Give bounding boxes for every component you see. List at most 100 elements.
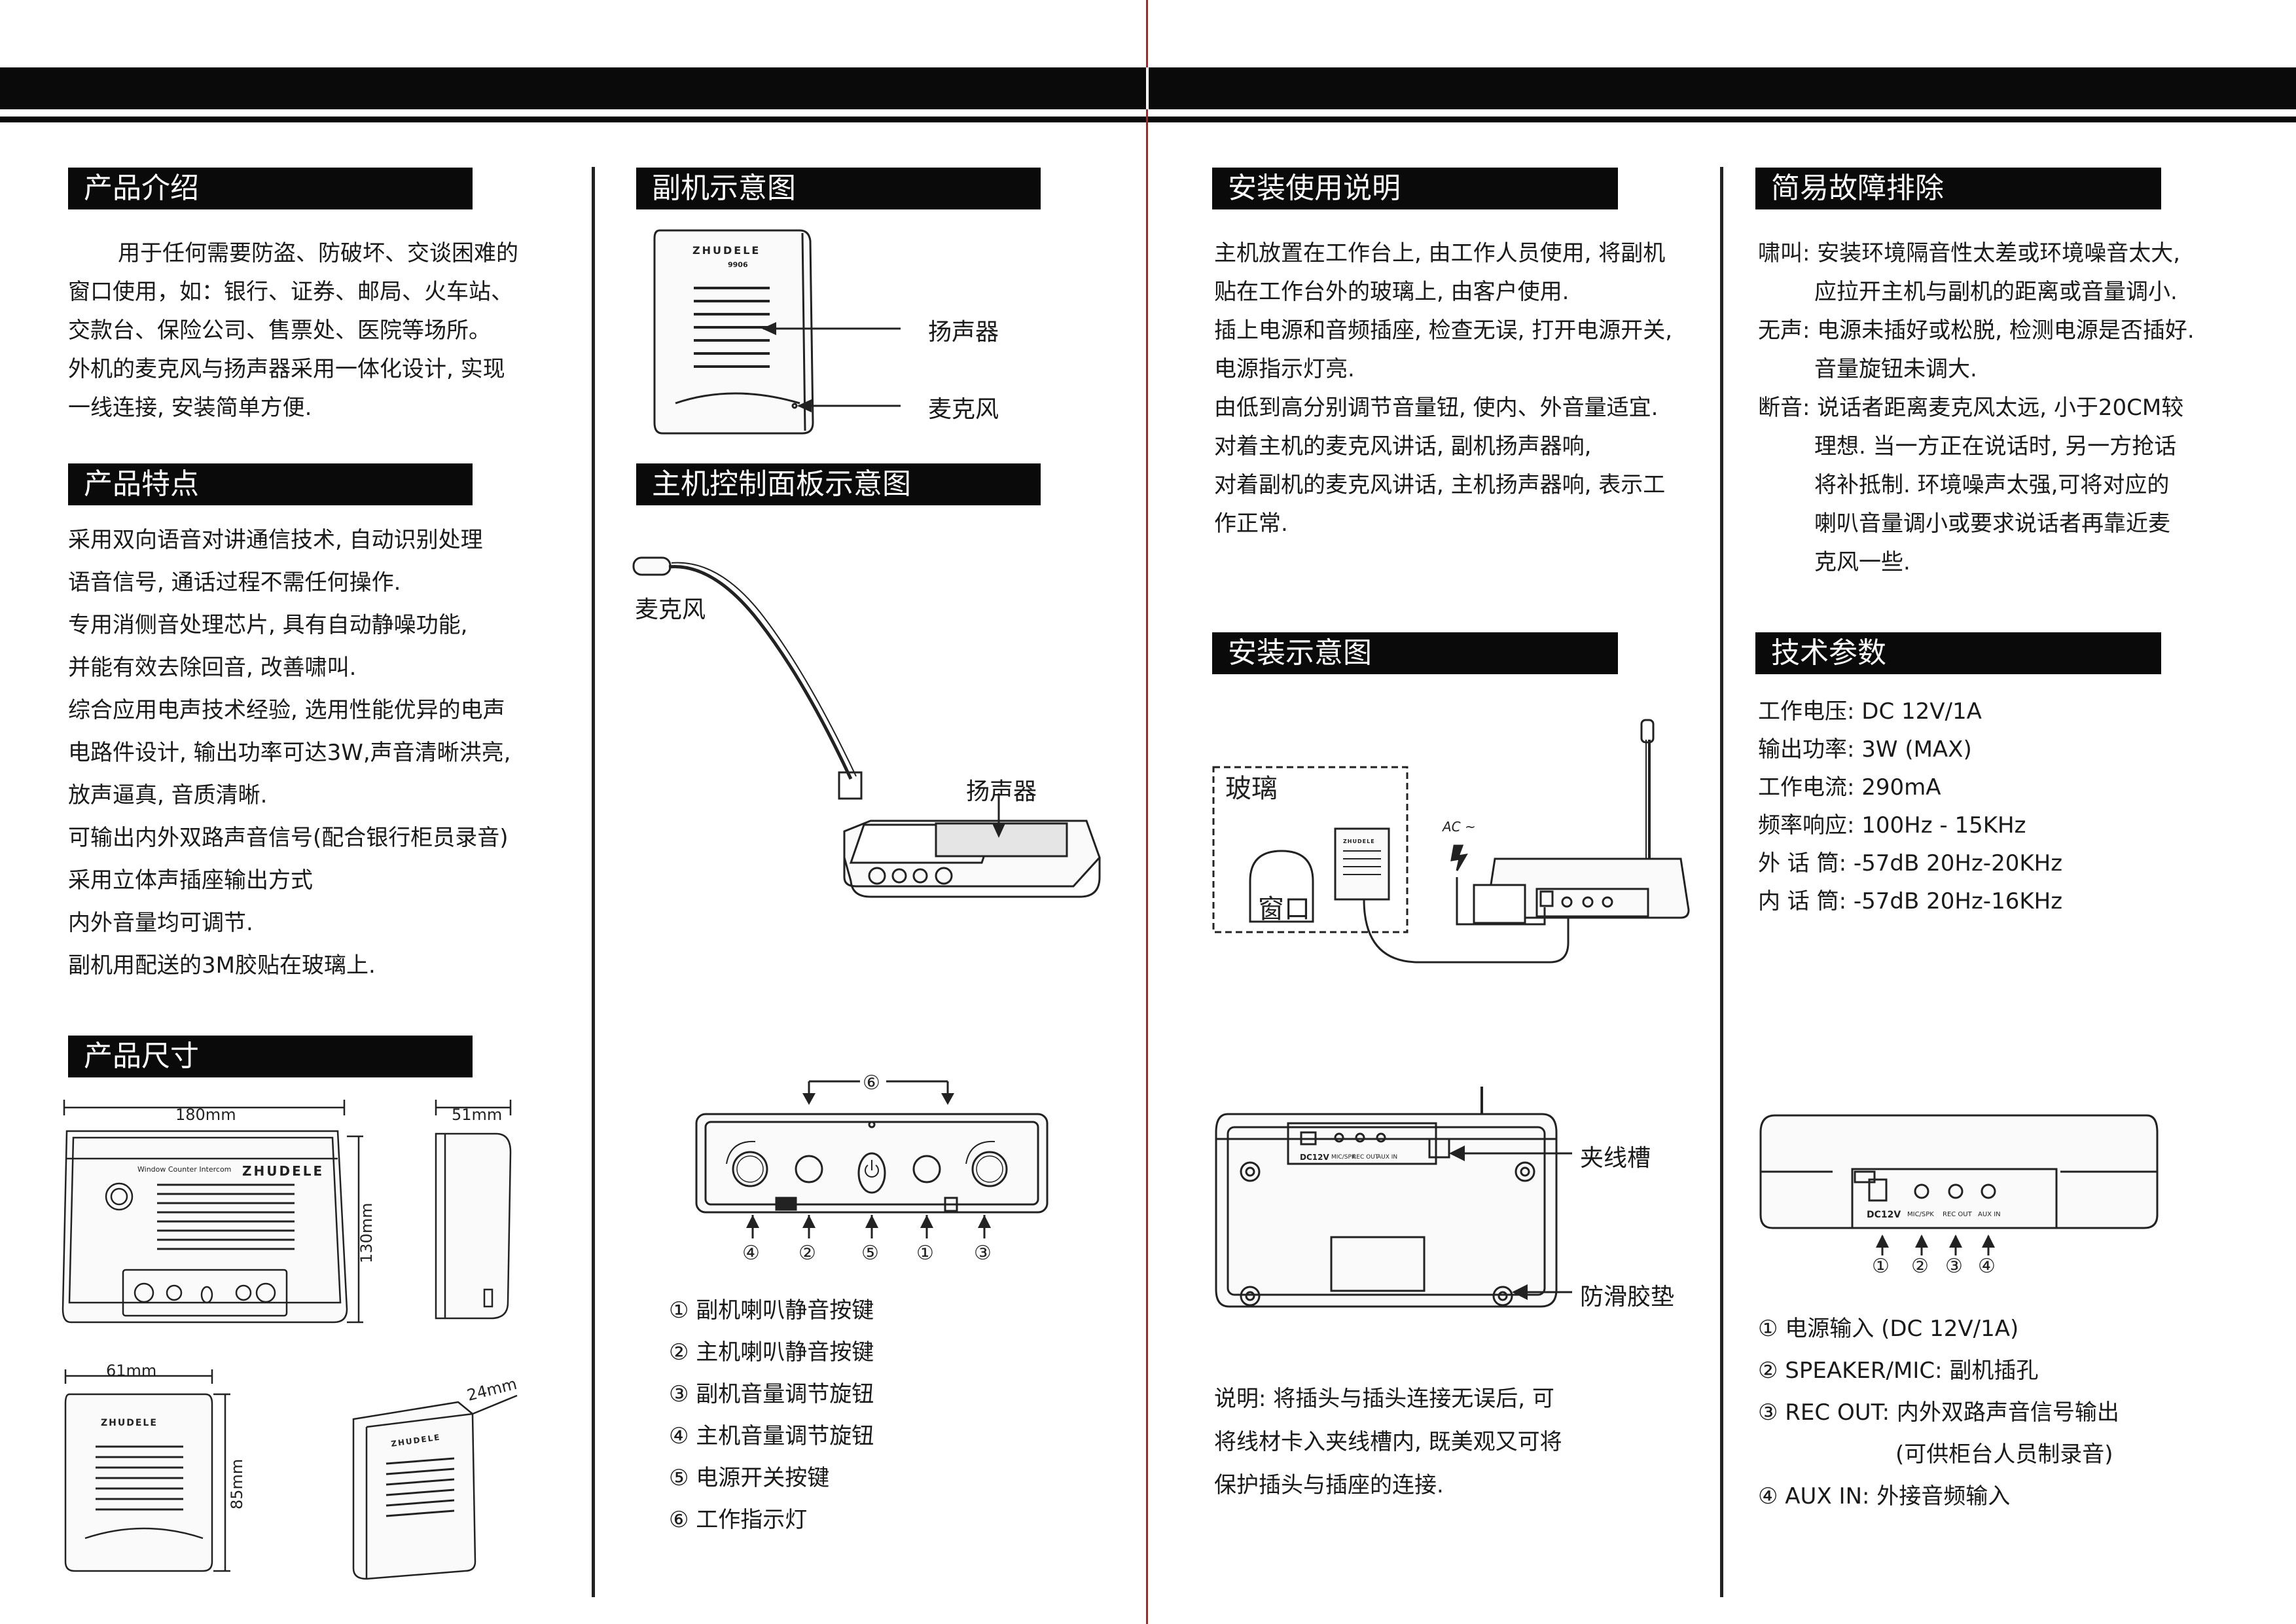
dim-180-label: 180mm bbox=[175, 1106, 236, 1124]
section-header-main-panel: 主机控制面板示意图 bbox=[636, 463, 1041, 505]
trouble-head: 断音: 说话者距离麦克风太远, 小于20CM较 bbox=[1758, 395, 2184, 421]
feature-line: 语音信号, 通话过程不需任何操作. bbox=[68, 569, 401, 596]
intro-line: 窗口使用，如：银行、证券、邮局、火车站、 bbox=[68, 279, 513, 305]
trouble-cont: 将补抵制. 环境噪声太强,可将对应的 bbox=[1814, 472, 2170, 498]
sub-unit-small bbox=[1334, 827, 1390, 901]
main-speaker-label: 扬声器 bbox=[966, 778, 1037, 805]
port-aux-label: AUX IN bbox=[1377, 1154, 1397, 1161]
section-header-features: 产品特点 bbox=[68, 463, 473, 505]
spec-line: 工作电压: DC 12V/1A bbox=[1758, 698, 1982, 725]
dim-51-label: 51mm bbox=[452, 1106, 502, 1124]
usage-line: 贴在工作台外的玻璃上, 由客户使用. bbox=[1214, 279, 1570, 305]
power-cord bbox=[1456, 877, 1546, 926]
feature-line: 专用消侧音处理芯片, 具有自动静噪功能, bbox=[68, 612, 468, 638]
center-fold-line bbox=[1146, 0, 1148, 1624]
dim-85-label: 85mm bbox=[228, 1459, 246, 1509]
legend-item: ③ 副机音量调节旋钮 bbox=[669, 1381, 874, 1407]
cable-clip-slot bbox=[1428, 1138, 1450, 1159]
specs-text: 工作电压: DC 12V/1A 输出功率: 3W (MAX) 工作电流: 290… bbox=[1758, 693, 2062, 920]
clip-slot-label: 夹线槽 bbox=[1580, 1145, 1651, 1172]
legend-item: ① 电源输入 (DC 12V/1A) bbox=[1758, 1316, 2019, 1342]
feature-line: 综合应用电声技术经验, 选用性能优异的电声 bbox=[68, 697, 505, 723]
main-unit-front-outline bbox=[62, 1130, 348, 1324]
dim-61-label: 61mm bbox=[106, 1362, 156, 1380]
sub-mute-button bbox=[912, 1155, 941, 1183]
trouble-cont: 克风一些. bbox=[1814, 549, 1910, 575]
spec-line: 频率响应: 100Hz - 15KHz bbox=[1758, 812, 2026, 839]
usage-line: 主机放置在工作台上, 由工作人员使用, 将副机 bbox=[1214, 240, 1666, 266]
section-header-usage: 安装使用说明 bbox=[1212, 168, 1618, 209]
port-mic-label: MIC/SPK bbox=[1907, 1211, 1934, 1218]
ac-label: AC ~ bbox=[1441, 819, 1476, 835]
dc-port bbox=[1868, 1178, 1888, 1202]
brand-logo: ZHUDELE bbox=[101, 1418, 158, 1428]
port-bay bbox=[1287, 1122, 1437, 1165]
intro-line: 交款台、保险公司、售票处、医院等场所。 bbox=[68, 317, 491, 344]
mic-head bbox=[632, 556, 672, 576]
dim-130-label: 130mm bbox=[357, 1202, 376, 1263]
usage-line: 电源指示灯亮. bbox=[1214, 356, 1355, 382]
legend-item: ⑥ 工作指示灯 bbox=[669, 1507, 808, 1533]
main-unit-front-inner bbox=[68, 1136, 342, 1304]
num-1: ① bbox=[1872, 1255, 1890, 1276]
trouble-cont: 音量旋钮未调大. bbox=[1814, 356, 1977, 382]
host-bottom-view: DC12V MIC/SPK REC OUT AUX IN bbox=[1215, 1087, 1572, 1308]
num-4: ④ bbox=[1978, 1255, 1996, 1276]
ports-legend: ① 电源输入 (DC 12V/1A) ② SPEAKER/MIC: 副机插孔 ③… bbox=[1758, 1308, 2119, 1517]
dim-24-label: 24mm bbox=[465, 1375, 519, 1405]
usage-line: 对着副机的麦克风讲话, 主机扬声器响, 表示工 bbox=[1214, 472, 1666, 498]
legend-item: ② 主机喇叭静音按键 bbox=[669, 1339, 874, 1365]
window-shape bbox=[1249, 850, 1314, 923]
num-2: ② bbox=[1911, 1255, 1929, 1276]
label-plate bbox=[1330, 1236, 1426, 1292]
section-header-trouble: 简易故障排除 bbox=[1755, 168, 2161, 209]
port-aux-label: AUX IN bbox=[1978, 1211, 2001, 1218]
note-line: 将线材卡入夹线槽内, 既美观又可将 bbox=[1214, 1429, 1562, 1455]
install-note: 说明: 将插头与插头连接无误后, 可 将线材卡入夹线槽内, 既美观又可将 保护插… bbox=[1214, 1377, 1562, 1507]
note-line: 说明: 将插头与插头连接无误后, 可 bbox=[1214, 1386, 1554, 1412]
spec-line: 内 话 筒: -57dB 20Hz-16KHz bbox=[1758, 888, 2063, 914]
num-2: ② bbox=[798, 1242, 816, 1265]
section-header-size: 产品尺寸 bbox=[68, 1036, 473, 1077]
window-label: 窗口 bbox=[1258, 894, 1310, 924]
brand-logo: ZHUDELE bbox=[692, 244, 761, 257]
trouble-head: 啸叫: 安装环境隔音性太差或环境噪音太大, bbox=[1758, 240, 2181, 266]
power-button bbox=[857, 1152, 886, 1194]
host-volume-knob bbox=[732, 1151, 768, 1187]
sub-unit-diagram: ZHUDELE 9906 bbox=[653, 229, 901, 435]
glass-label: 玻璃 bbox=[1225, 774, 1278, 804]
anti-slip-pad-label: 防滑胶垫 bbox=[1580, 1284, 1675, 1310]
section-header-install: 安装示意图 bbox=[1212, 632, 1618, 674]
legend-item: ④ AUX IN: 外接音频输入 bbox=[1758, 1483, 2011, 1509]
glass-area bbox=[1212, 766, 1408, 933]
usage-line: 作正常. bbox=[1214, 511, 1288, 537]
trouble-cont: 喇叭音量调小或要求说话者再靠近麦 bbox=[1814, 511, 2170, 537]
model-label: 9906 bbox=[728, 261, 748, 269]
main-unit-side-outline bbox=[435, 1132, 512, 1320]
control-panel-small bbox=[122, 1269, 288, 1317]
sub-unit-front-outline bbox=[64, 1393, 213, 1572]
sub-volume-knob bbox=[971, 1151, 1008, 1187]
intro-text: 用于任何需要防盗、防破坏、交谈困难的 窗口使用，如：银行、证券、邮局、火车站、 … bbox=[68, 234, 518, 427]
num-6: ⑥ bbox=[863, 1072, 880, 1094]
usage-text: 主机放置在工作台上, 由工作人员使用, 将副机 贴在工作台外的玻璃上, 由客户使… bbox=[1214, 234, 1672, 543]
port-panel bbox=[1851, 1168, 2058, 1229]
main-unit-diagram bbox=[632, 556, 1101, 898]
trouble-head: 无声: 电源未插好或松脱, 检测电源是否插好. bbox=[1758, 317, 2195, 344]
port-dc-label: DC12V bbox=[1867, 1210, 1901, 1220]
column-divider-1 bbox=[592, 167, 595, 1597]
feature-line: 可输出内外双路声音信号(配合银行柜员录音) bbox=[68, 825, 509, 851]
num-3: ③ bbox=[974, 1242, 992, 1265]
usage-line: 由低到高分别调节音量钮, 使内、外音量适宜. bbox=[1214, 395, 1659, 421]
port-mic-label: MIC/SPK bbox=[1331, 1154, 1356, 1161]
trouble-text: 啸叫: 安装环境隔音性太差或环境噪音太大, 应拉开主机与副机的距离或音量调小. … bbox=[1758, 234, 2195, 582]
feature-line: 电路件设计, 输出功率可达3W,声音清晰洪亮, bbox=[68, 740, 511, 766]
usage-line: 插上电源和音频插座, 检查无误, 打开电源开关, bbox=[1214, 317, 1673, 344]
legend-item: ③ REC OUT: 内外双路声音信号输出 bbox=[1758, 1399, 2119, 1426]
brand-logo: ZHUDELE bbox=[1343, 839, 1375, 844]
device-name-label: Window Counter Intercom bbox=[137, 1165, 231, 1174]
num-5: ⑤ bbox=[861, 1242, 879, 1265]
trouble-cont: 应拉开主机与副机的距离或音量调小. bbox=[1814, 279, 2178, 305]
feature-line: 放声逼真, 音质清晰. bbox=[68, 782, 268, 808]
port-rec-label: REC OUT bbox=[1352, 1154, 1379, 1161]
